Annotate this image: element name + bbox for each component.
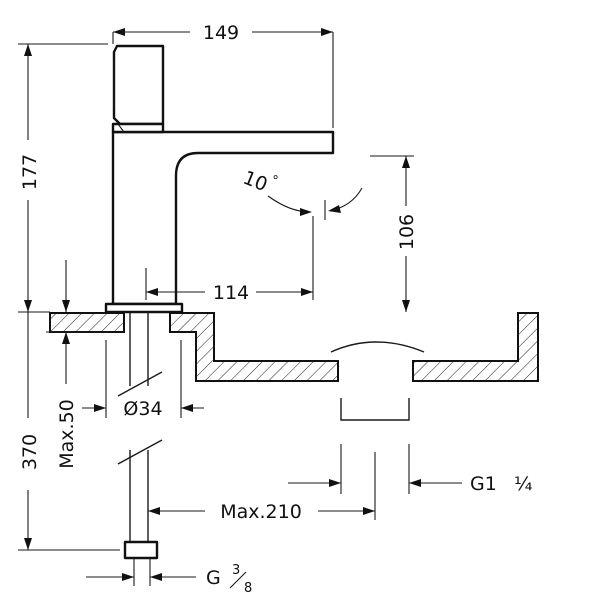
dim-overall-height: 177	[18, 43, 108, 313]
dim-installation-height: 370	[18, 312, 120, 551]
dim-spout-reach: 114	[145, 216, 314, 304]
drain-thread-fraction: ¼	[514, 473, 532, 495]
supply-thread-label: G	[206, 567, 221, 589]
lever-handle	[112, 44, 165, 126]
dim-spout-height: 106	[370, 155, 418, 312]
countertop-section	[49, 312, 539, 421]
base-plate	[104, 302, 184, 314]
hose-fitting	[123, 540, 159, 560]
dim-drain-thread: G1 ¼	[288, 444, 532, 495]
dim-hole-diameter: Ø34	[82, 340, 204, 420]
supply-thread-denominator: 8	[244, 581, 252, 596]
overall-width-label: 149	[203, 22, 239, 44]
swivel-angle-unit: °	[268, 173, 280, 189]
faucet-body	[104, 44, 335, 314]
hole-diameter-label: Ø34	[123, 398, 162, 420]
installation-height-label: 370	[19, 434, 41, 470]
overall-height-label: 177	[19, 154, 41, 190]
supply-thread-numerator: 3	[232, 563, 240, 578]
hose-length-label: Max.210	[220, 501, 302, 523]
spout-body	[111, 130, 335, 306]
dim-hose-length: Max.210	[148, 452, 376, 523]
supply-hose	[117, 312, 163, 566]
dim-max-thickness: Max.50	[46, 260, 108, 469]
drain-thread-label: G1	[470, 473, 497, 495]
dim-swivel-angle: 10 °	[240, 167, 363, 220]
max-thickness-label: Max.50	[56, 399, 78, 469]
spout-reach-label: 114	[213, 282, 249, 304]
dim-supply-thread: G 3 8	[86, 563, 252, 596]
dim-overall-width: 149	[112, 22, 334, 128]
spout-height-label: 106	[396, 214, 418, 250]
swivel-angle-label: 10	[240, 167, 271, 196]
